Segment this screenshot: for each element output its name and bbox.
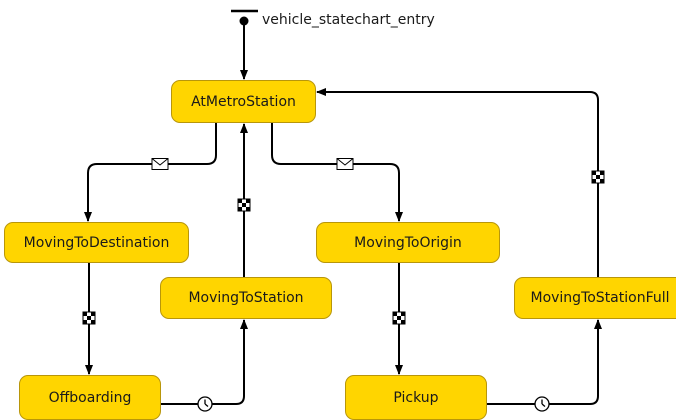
state-label: MovingToStation xyxy=(188,290,304,306)
state-label: MovingToOrigin xyxy=(354,234,462,251)
transition-at-metro-to-moving-to-origin[interactable] xyxy=(271,123,403,222)
state-label: Pickup xyxy=(393,389,439,406)
state-at-metro-station[interactable]: AtMetroStation xyxy=(171,80,316,123)
state-label: MovingToDestination xyxy=(23,234,170,251)
transition-offboarding-to-moving-to-station[interactable] xyxy=(161,319,248,405)
transition-at-metro-to-moving-to-destination[interactable] xyxy=(84,123,217,222)
transition-pickup-to-moving-to-station-full[interactable] xyxy=(487,319,602,405)
checkered-flag-icon xyxy=(591,170,605,184)
checkered-flag-icon xyxy=(392,311,406,325)
envelope-icon xyxy=(336,158,354,170)
state-pickup[interactable]: Pickup xyxy=(345,375,487,420)
envelope-icon xyxy=(151,158,169,170)
checkered-flag-icon xyxy=(82,311,96,325)
transition-moving-to-station-full-to-at-metro[interactable] xyxy=(316,88,599,277)
state-moving-to-station-full[interactable]: MovingToStationFull xyxy=(514,277,676,319)
checkered-flag-icon xyxy=(237,198,251,212)
state-moving-to-origin[interactable]: MovingToOrigin xyxy=(316,222,500,263)
entry-label: vehicle_statechart_entry xyxy=(262,12,435,28)
state-label: Offboarding xyxy=(48,389,132,406)
state-label: MovingToStationFull xyxy=(530,290,670,306)
state-moving-to-station[interactable]: MovingToStation xyxy=(160,277,332,319)
state-moving-to-destination[interactable]: MovingToDestination xyxy=(4,222,189,263)
entry-pseudostate xyxy=(231,9,258,80)
clock-icon xyxy=(197,396,213,412)
state-offboarding[interactable]: Offboarding xyxy=(19,375,161,420)
state-label: AtMetroStation xyxy=(191,93,296,110)
clock-icon xyxy=(534,396,550,412)
